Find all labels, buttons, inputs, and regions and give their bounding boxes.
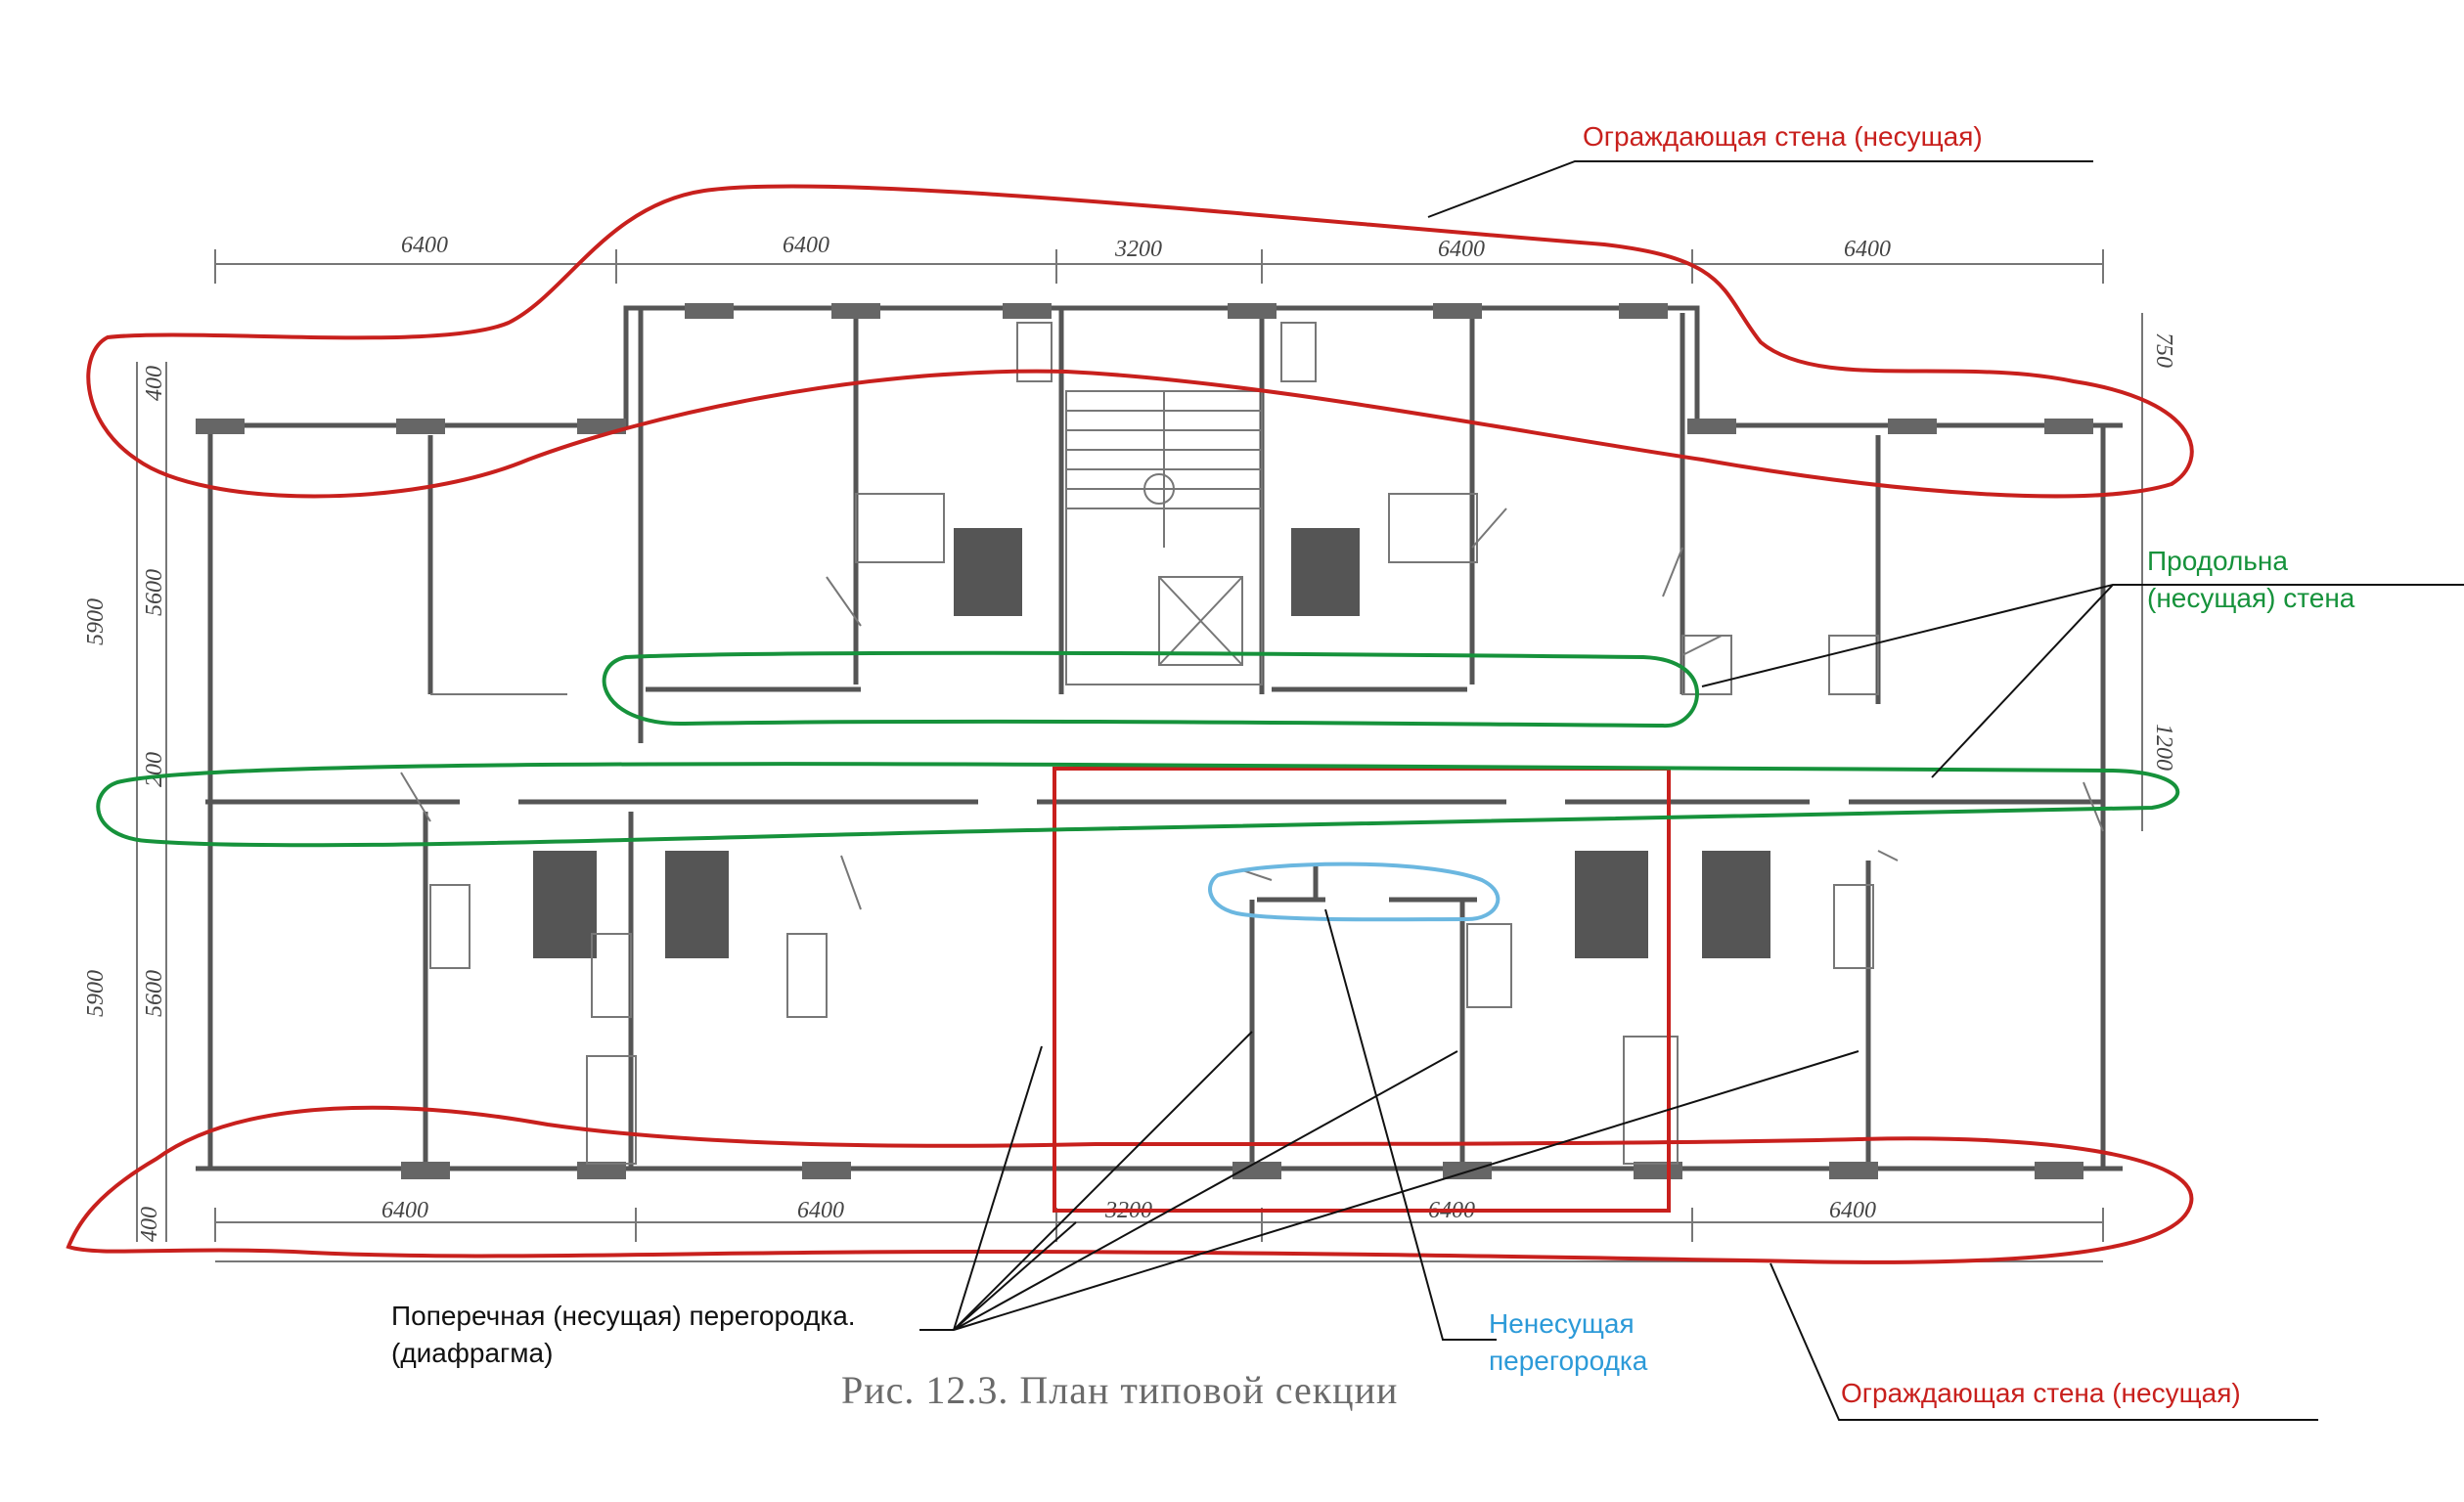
dim-bottom-5: 6400	[1829, 1198, 1876, 1223]
building-walls	[196, 303, 2123, 1179]
label-non-bearing-line1: Ненесущая	[1489, 1308, 1635, 1339]
dim-top-2: 6400	[783, 233, 829, 258]
label-non-bearing-line2: перегородка	[1489, 1346, 1648, 1376]
dim-left-5: 5900	[83, 970, 109, 1017]
label-longitudinal-wall-line2: (несущая) стена	[2147, 583, 2355, 613]
dim-left-6: 5600	[142, 970, 167, 1017]
dim-right-1: 750	[2151, 332, 2176, 368]
dim-right-2: 1200	[2151, 724, 2176, 771]
dim-top-5: 6400	[1844, 237, 1891, 262]
outer-wall-top-outline	[86, 184, 2194, 499]
label-cross-partition-line2: (диафрагма)	[391, 1338, 554, 1368]
dim-left-1: 400	[142, 366, 167, 401]
dim-bottom-1: 6400	[381, 1198, 428, 1223]
dimension-labels: 6400 6400 3200 6400 6400 6400 6400 3200 …	[83, 233, 2176, 1242]
label-outer-wall-bottom: Ограждающая стена (несущая)	[1841, 1378, 2241, 1408]
dim-left-2: 5900	[83, 598, 109, 645]
leader-lines	[919, 160, 2464, 1421]
longitudinal-wall-upper-outline	[602, 650, 1699, 729]
label-longitudinal-wall-line1: Продольна	[2147, 546, 2288, 576]
non-bearing-outline	[1208, 861, 1501, 922]
label-cross-partition-line1: Поперечная (несущая) перегородка.	[391, 1301, 856, 1331]
dim-top-1: 6400	[401, 233, 448, 258]
outer-wall-bottom-outline	[66, 1105, 2194, 1264]
longitudinal-wall-lower-outline	[96, 762, 2180, 848]
label-outer-wall-top: Ограждающая стена (несущая)	[1583, 121, 1983, 152]
dim-left-7: 400	[137, 1207, 162, 1242]
highlight-rectangle	[1053, 767, 1671, 1213]
dim-top-4: 6400	[1438, 237, 1485, 262]
dim-top-3: 3200	[1114, 237, 1162, 262]
figure-caption: Рис. 12.3. План типовой секции	[841, 1368, 1399, 1412]
dim-bottom-2: 6400	[797, 1198, 844, 1223]
dim-left-4: 200	[142, 752, 167, 787]
dim-left-3: 5600	[142, 569, 167, 616]
